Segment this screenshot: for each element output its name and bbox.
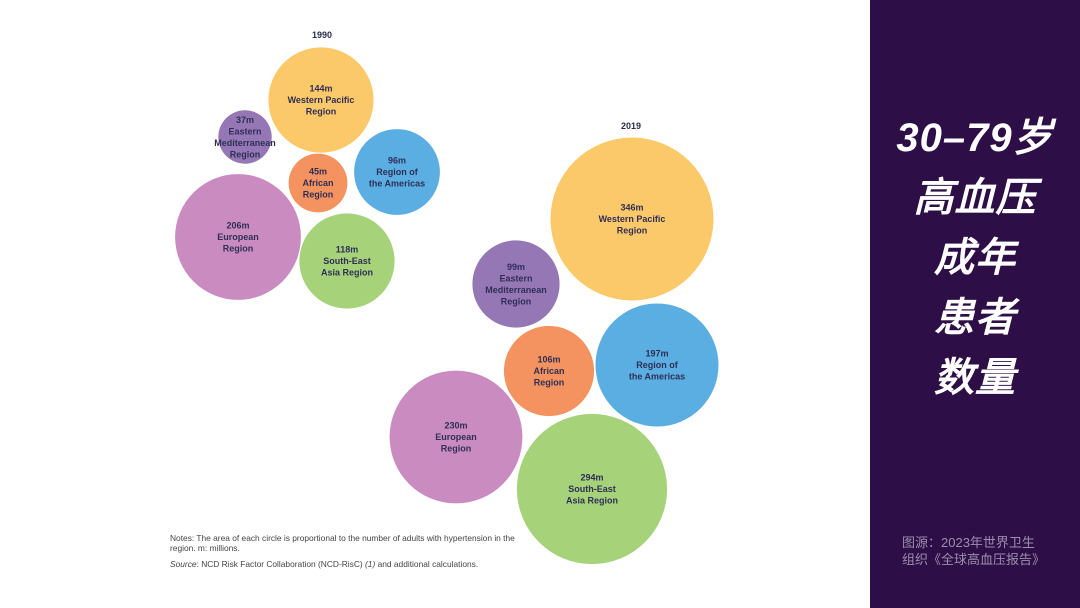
- headline-line-3: 成年: [934, 236, 1016, 280]
- bubble-label-line: 197m: [645, 349, 668, 359]
- bubble-label-line: European: [217, 232, 259, 242]
- headline-line-5: 数量: [934, 356, 1016, 400]
- bubble-1990-5: [299, 213, 395, 309]
- source-caption-line-2: 组织《全球高血压报告》: [902, 552, 1046, 567]
- bubble-label-line: 118m: [336, 245, 359, 255]
- bubble-label-line: 206m: [226, 221, 249, 231]
- notes-text: Notes: The area of each circle is propor…: [170, 533, 515, 553]
- bubble-label-line: the Americas: [369, 179, 425, 189]
- bubble-label-line: Eastern: [499, 273, 532, 283]
- bubble-label-line: Region: [501, 296, 532, 306]
- bubble-1990-1: [218, 110, 272, 164]
- bubble-label-line: Region: [617, 226, 648, 236]
- bubble-2019-4: [389, 370, 523, 504]
- bubble-label-line: African: [533, 366, 564, 376]
- bubble-label-line: Region: [303, 190, 334, 200]
- bubble-label-line: Region: [441, 444, 472, 454]
- bubble-2019-3: [503, 325, 595, 417]
- bubble-label-line: Eastern: [228, 126, 261, 136]
- bubble-label-line: African: [302, 178, 333, 188]
- bubble-label-line: 99m: [507, 262, 525, 272]
- bubble-label-line: Region: [306, 107, 337, 117]
- bubble-label-line: South-East: [568, 484, 616, 494]
- bubble-label-line: Mediterranean: [485, 285, 547, 295]
- source-label: Source: [170, 559, 197, 569]
- bubble-label-line: 45m: [309, 167, 327, 177]
- bubble-1990-0: [268, 47, 374, 153]
- headline: 30–79岁 高血压 成年 患者 数量: [870, 108, 1080, 408]
- bubble-label-line: European: [435, 432, 477, 442]
- bubble-2019-2: [595, 303, 719, 427]
- bubble-label-line: Region: [223, 244, 254, 254]
- headline-line-1: 30–79岁: [896, 116, 1054, 160]
- bubble-label-line: 346m: [620, 203, 643, 213]
- bubble-label-line: Region of: [376, 167, 418, 177]
- source-ref: (1): [365, 559, 376, 569]
- source-caption-line-1: 图源：2023年世界卫生: [902, 535, 1035, 550]
- bubble-label-line: Region of: [636, 360, 678, 370]
- source-tail: and additional calculations.: [375, 559, 479, 569]
- bubble-label-line: 37m: [236, 115, 254, 125]
- bubble-label-line: Region: [230, 149, 261, 159]
- bubble-2019-1: [472, 240, 560, 328]
- bubble-label-line: Asia Region: [321, 268, 373, 278]
- year-label-2019: 2019: [621, 121, 641, 131]
- bubble-2019-0: [550, 137, 714, 301]
- bubble-label-line: 294m: [580, 473, 603, 483]
- bubble-1990-4: [175, 174, 301, 300]
- headline-line-4: 患者: [934, 296, 1016, 340]
- headline-line-2: 高血压: [913, 176, 1037, 220]
- source-caption: 图源：2023年世界卫生 组织《全球高血压报告》: [902, 534, 1072, 568]
- bubble-1990-2: [354, 129, 440, 215]
- bubble-2019-5: [516, 413, 668, 565]
- chart-notes: Notes: The area of each circle is propor…: [170, 533, 515, 575]
- bubble-label-line: 230m: [444, 421, 467, 431]
- bubble-label-line: Western Pacific: [288, 95, 355, 105]
- bubble-label-line: 144m: [309, 84, 332, 94]
- bubble-label-line: 96m: [388, 156, 406, 166]
- bubble-label-line: Mediterranean: [214, 138, 276, 148]
- bubble-label-line: Western Pacific: [599, 214, 666, 224]
- bubble-label-line: 106m: [537, 355, 560, 365]
- source-text: : NCD Risk Factor Collaboration (NCD-Ris…: [196, 559, 366, 569]
- source-note: Source: NCD Risk Factor Collaboration (N…: [170, 559, 515, 569]
- bubble-label-line: South-East: [323, 256, 371, 266]
- bubble-label-line: Asia Region: [566, 496, 618, 506]
- bubble-label-line: Region: [534, 378, 565, 388]
- bubble-label-line: the Americas: [629, 372, 685, 382]
- side-panel: 30–79岁 高血压 成年 患者 数量 图源：2023年世界卫生 组织《全球高血…: [870, 0, 1080, 608]
- bubble-1990-3: [288, 153, 348, 213]
- year-label-1990: 1990: [312, 30, 332, 40]
